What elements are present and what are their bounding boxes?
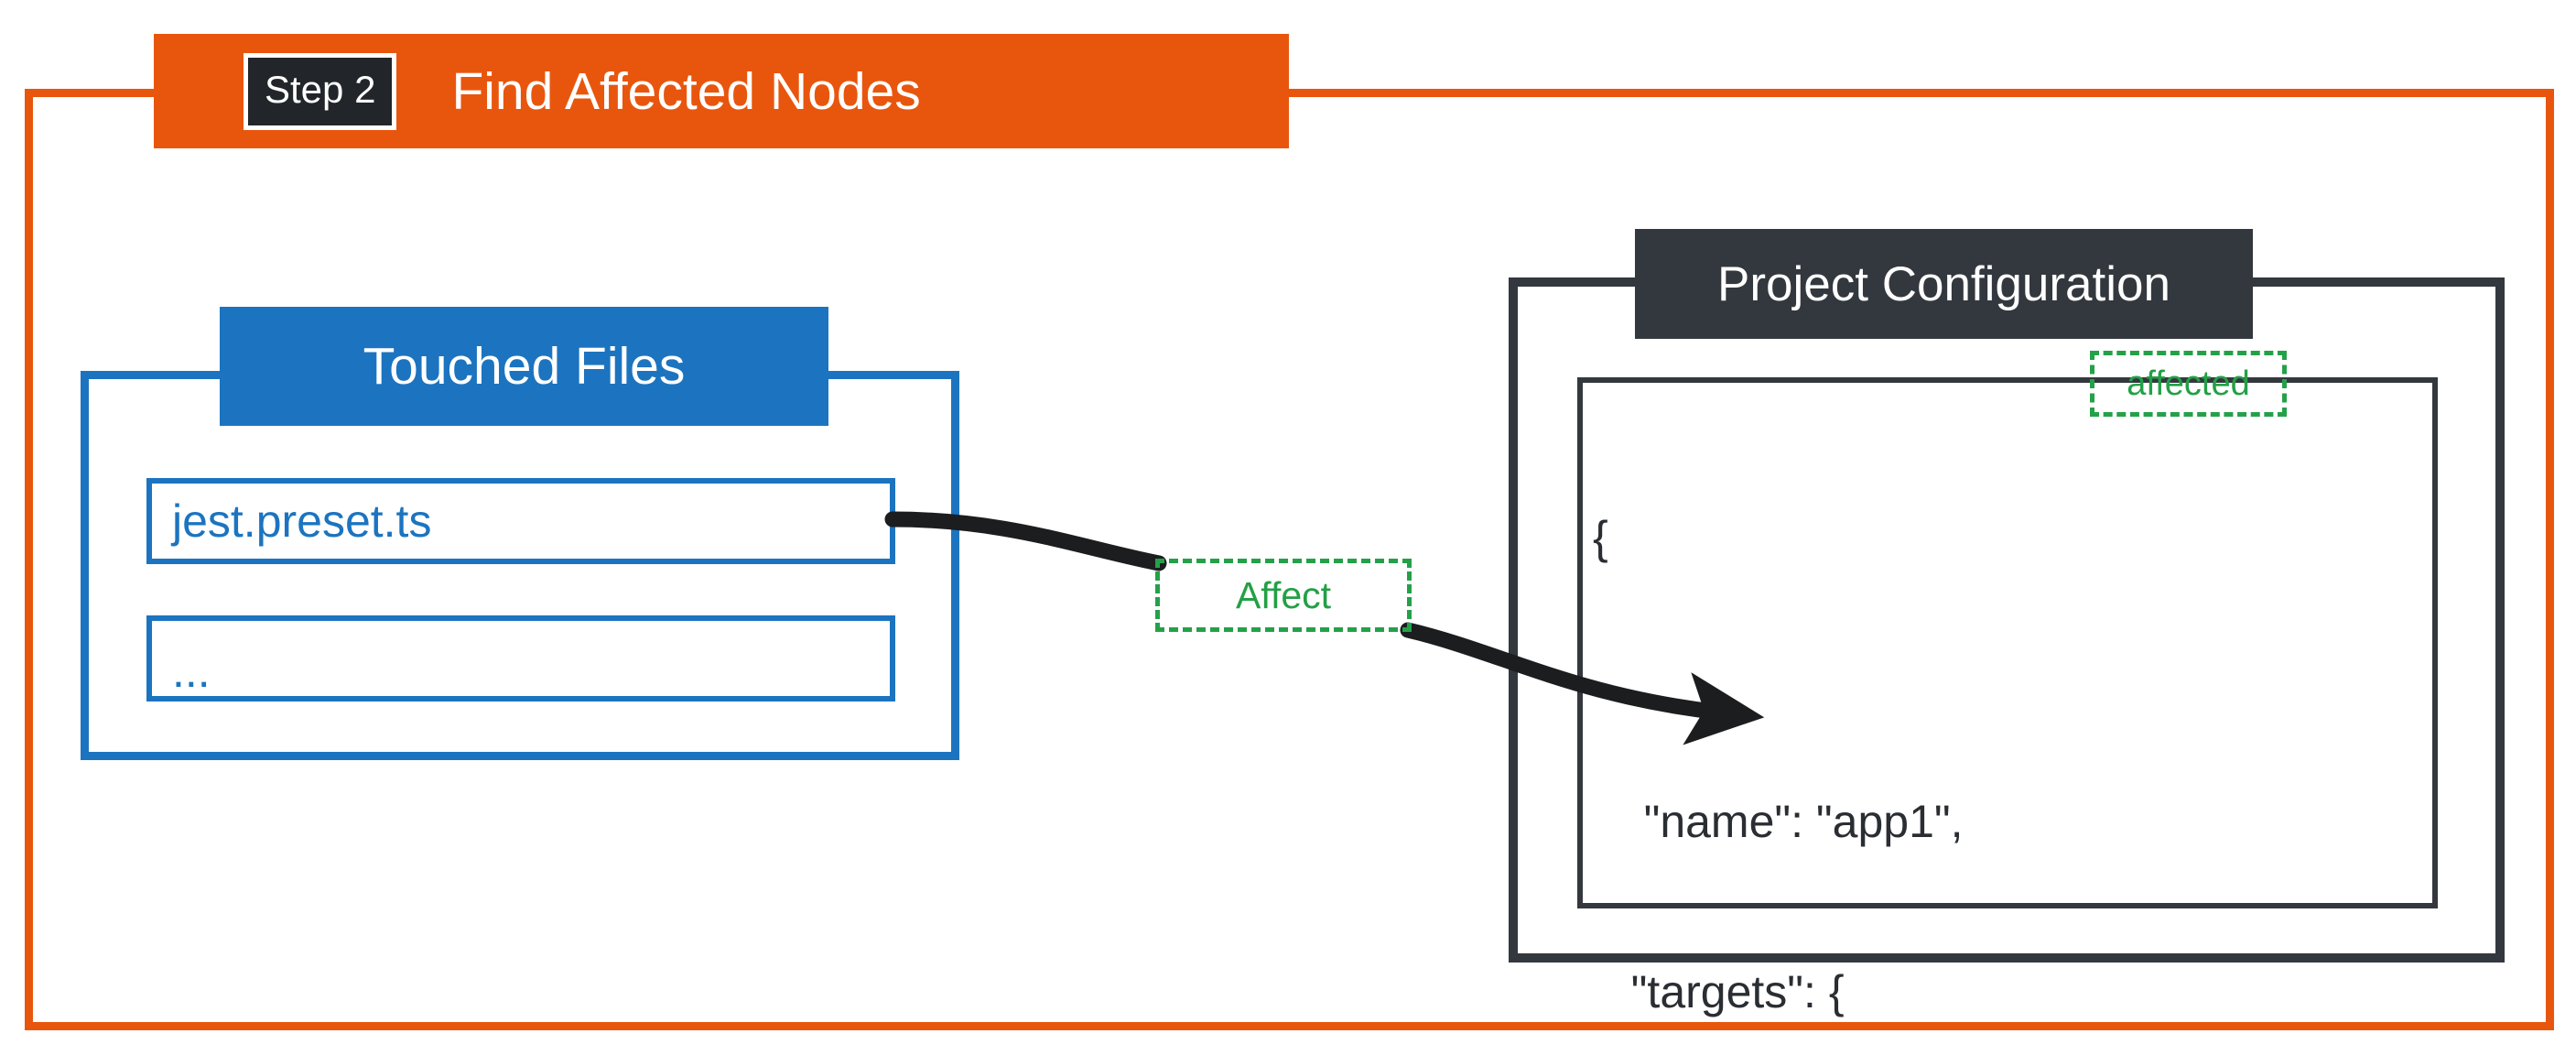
json-line: "name": "app1", [1593, 796, 1964, 847]
touched-files-panel [81, 371, 959, 760]
project-configuration-title: Project Configuration [1635, 229, 2253, 339]
project-configuration-json: { "name": "app1", "targets": { "test""" … [1593, 396, 2435, 1055]
touched-file-label: jest.preset.ts [172, 495, 432, 547]
touched-file-item[interactable]: jest.preset.ts [146, 478, 895, 564]
affect-annotation: Affect [1155, 559, 1412, 632]
touched-files-title: Touched Files [220, 307, 828, 426]
touched-file-label: ... [172, 646, 211, 697]
step-title: Find Affected Nodes [451, 61, 921, 121]
step-badge: Step 2 [244, 52, 397, 130]
json-line: "targets": { [1593, 966, 1845, 1017]
step-frame [25, 89, 2554, 1030]
affected-annotation: affected [2090, 351, 2287, 417]
step-header: Step 2 Find Affected Nodes [154, 34, 1289, 148]
json-line: { [1593, 512, 1608, 563]
touched-file-item[interactable]: ... [146, 615, 895, 702]
